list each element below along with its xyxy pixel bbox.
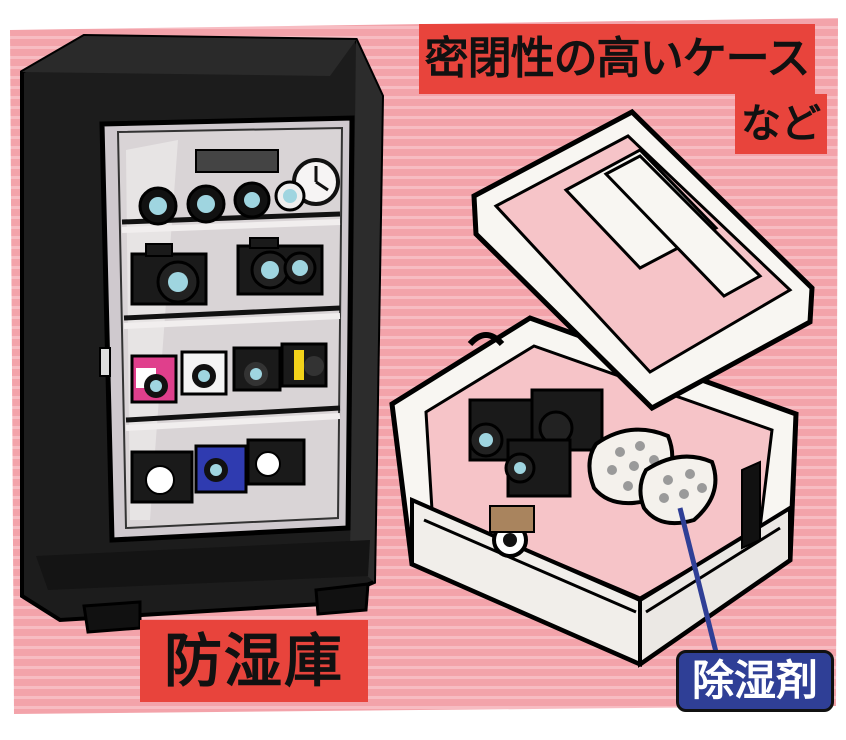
cabinet-foot [314, 582, 370, 616]
cabinet-shelf [125, 405, 341, 423]
case-label-line2: など [735, 94, 827, 154]
camera-icon [194, 444, 248, 494]
lens-icon [233, 181, 271, 219]
camera-icon [489, 505, 535, 533]
camera-icon [232, 346, 282, 392]
lens-icon [138, 186, 178, 226]
camera-icon [236, 237, 324, 296]
desiccant-pack-icon [638, 454, 718, 525]
camera-icon [504, 438, 572, 498]
case-latch [741, 460, 761, 550]
cabinet-shelf [123, 305, 341, 321]
camera-icon [130, 243, 208, 306]
cabinet-foot [82, 600, 142, 634]
camera-icon [130, 354, 178, 404]
dry-cabinet-icon [20, 33, 385, 634]
camera-icon [180, 350, 228, 396]
case-handle [467, 332, 505, 347]
dry-cabinet-label: 防湿庫 [140, 620, 368, 702]
camera-icon [130, 450, 194, 504]
lens-icon [186, 184, 226, 224]
camera-icon [246, 438, 306, 486]
camera-icon [280, 342, 328, 388]
cabinet-door-handle [99, 347, 111, 377]
lens-icon [274, 180, 306, 212]
desiccant-label: 除湿剤 [676, 650, 834, 712]
case-label-line1: 密閉性の高いケース [419, 24, 815, 94]
case-lid [471, 108, 815, 412]
desiccant-pointer-line [677, 507, 719, 653]
camera-icon [195, 149, 279, 173]
